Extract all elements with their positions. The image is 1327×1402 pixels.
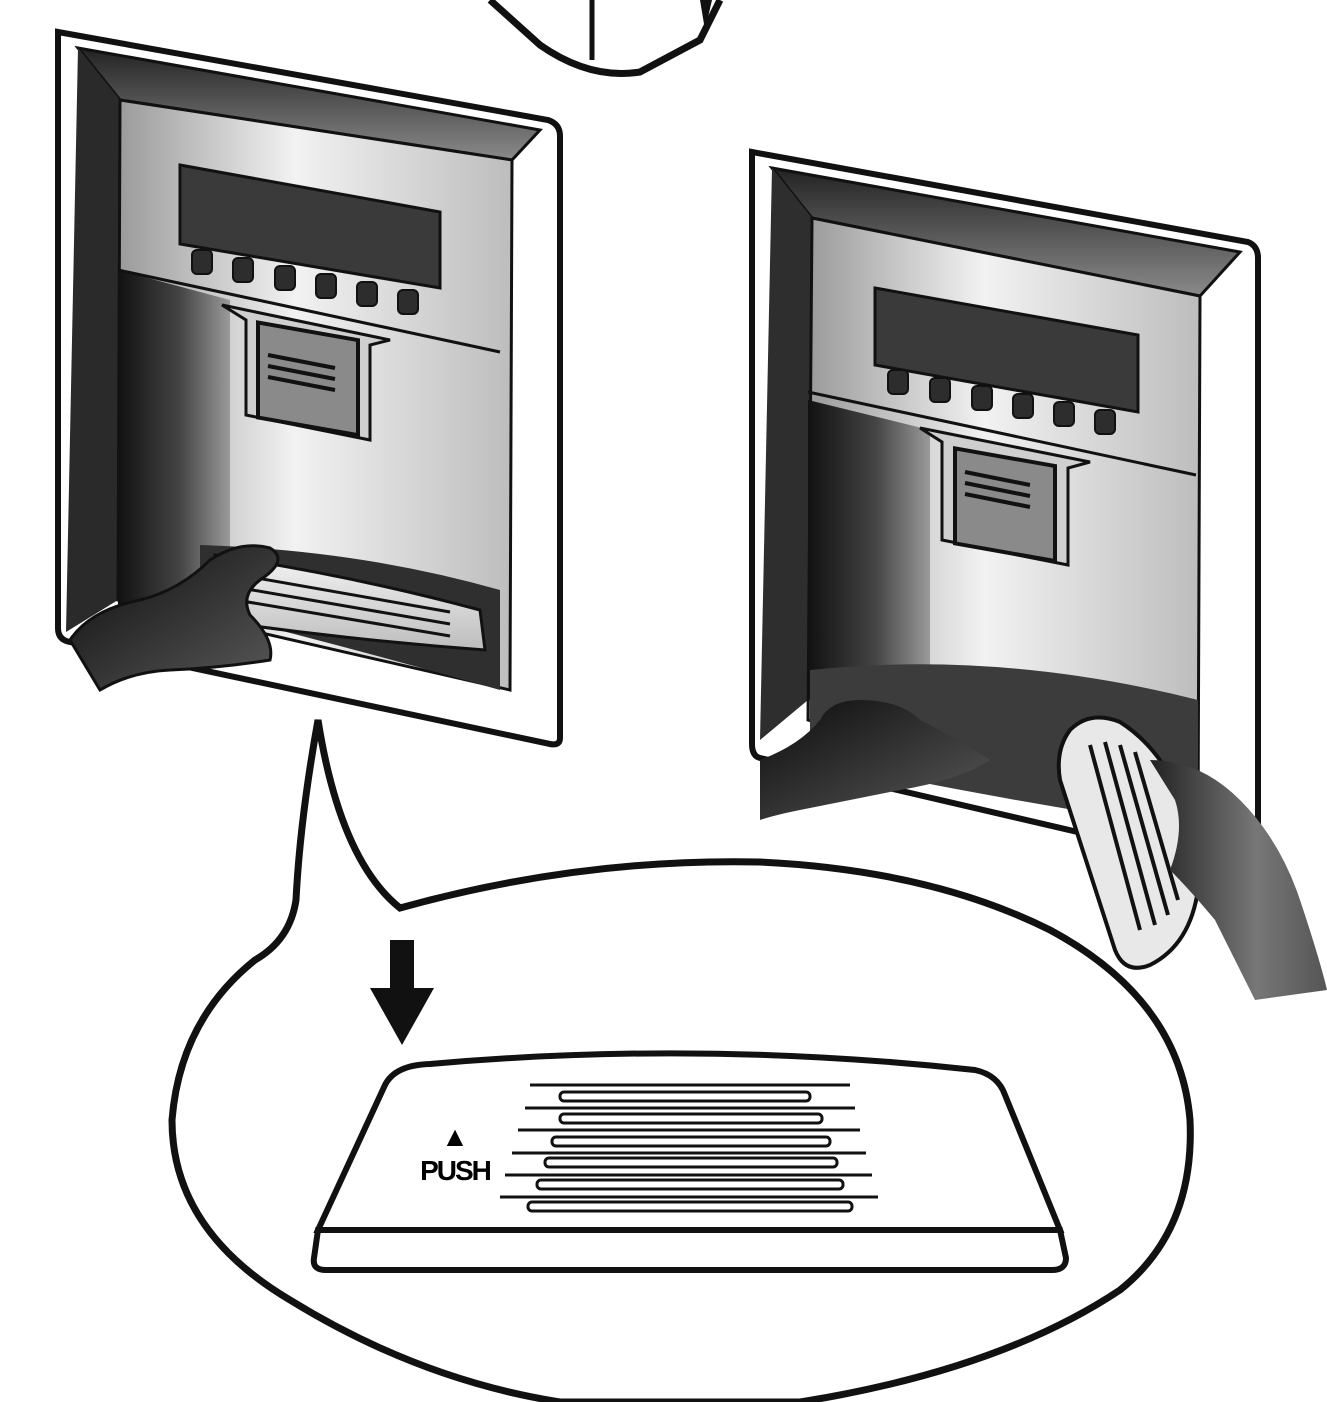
left-dispenser	[58, 32, 560, 744]
right-ice-chute-pad	[955, 448, 1055, 561]
push-arrow-glyph: ▲	[441, 1121, 469, 1152]
push-label: PUSH	[420, 1155, 491, 1186]
top-cup-fragment	[490, 0, 720, 73]
drip-tray-detail: ▲ PUSH	[314, 1053, 1066, 1270]
